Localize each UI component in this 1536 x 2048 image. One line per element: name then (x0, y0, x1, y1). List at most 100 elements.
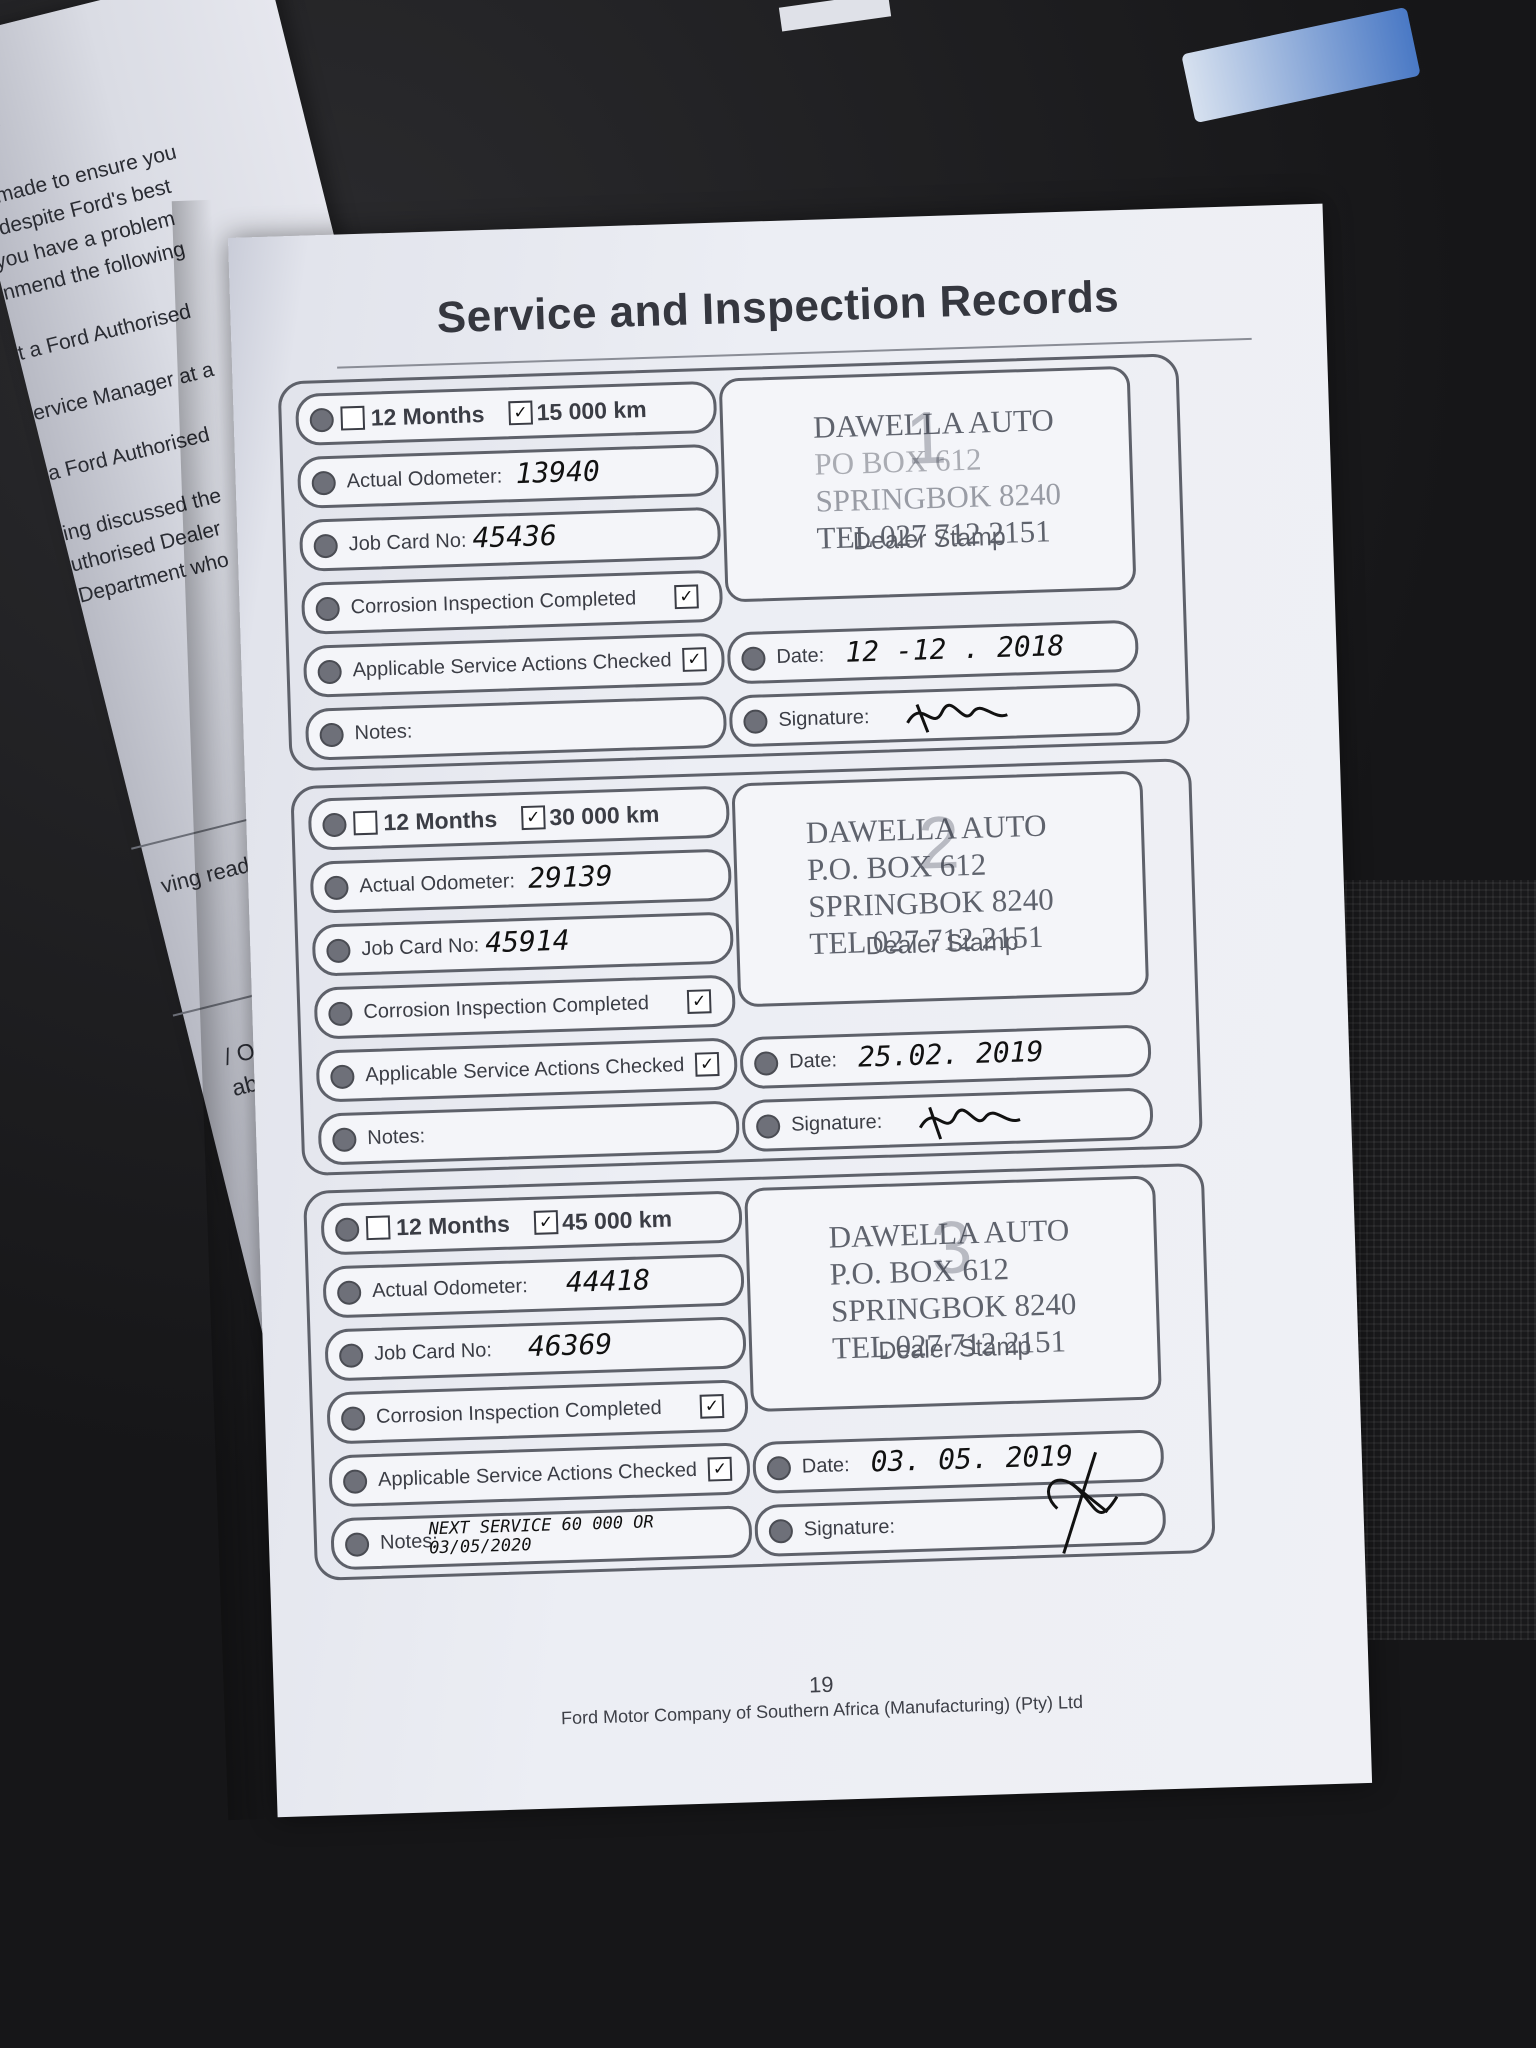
dealer-stamp-box: 2 DAWELLA AUTO P.O. BOX 612 SPRINGBOK 82… (731, 770, 1150, 1008)
service-actions-row: Applicable Service Actions Checked ✓ (302, 632, 726, 698)
job-card-label: Job Card No: (348, 529, 467, 556)
radio-dot-icon (340, 1406, 366, 1432)
service-actions-checkbox[interactable]: ✓ (707, 1456, 733, 1482)
months-checkbox[interactable] (353, 810, 378, 836)
date-value: 12 -12 . 2018 (844, 628, 1065, 669)
service-records-page: Service and Inspection Records 12 Months… (228, 203, 1373, 1818)
odometer-row: Actual Odometer: 13940 (296, 443, 720, 509)
service-actions-label: Applicable Service Actions Checked (352, 649, 672, 682)
service-actions-row: Applicable Service Actions Checked ✓ (328, 1442, 751, 1508)
radio-dot-icon (322, 812, 347, 838)
corrosion-checkbox[interactable]: ✓ (699, 1394, 725, 1419)
service-actions-label: Applicable Service Actions Checked (377, 1458, 698, 1491)
radio-dot-icon (755, 1114, 781, 1139)
km-checkbox[interactable]: ✓ (533, 1210, 559, 1235)
notes-value: NEXT SERVICE 60 000 OR 03/05/2020 (428, 1512, 655, 1559)
date-value: 25.02. 2019 (857, 1034, 1044, 1074)
km-checkbox[interactable]: ✓ (508, 400, 534, 426)
page-title: Service and Inspection Records (436, 272, 1120, 343)
months-label: 12 Months (395, 1210, 511, 1241)
job-card-row: Job Card No: 45914 (311, 911, 735, 977)
interval-row: 12 Months ✓ 15 000 km (294, 380, 718, 446)
date-row: Date: 25.02. 2019 (739, 1024, 1152, 1090)
odometer-value: 29139 (527, 859, 614, 895)
radio-dot-icon (766, 1455, 792, 1481)
service-actions-row: Applicable Service Actions Checked ✓ (315, 1037, 738, 1103)
job-card-row: Job Card No: 45436 (298, 506, 722, 572)
odometer-row: Actual Odometer: 29139 (309, 848, 733, 914)
signature-mark (918, 1106, 1021, 1140)
radio-dot-icon (330, 1064, 355, 1090)
dealer-stamp-box: 3 DAWELLA AUTO P.O. BOX 612 SPRINGBOK 82… (744, 1175, 1162, 1413)
signature-row: Signature: (728, 682, 1142, 748)
radio-dot-icon (743, 709, 768, 735)
radio-dot-icon (309, 407, 335, 433)
job-card-value: 45914 (484, 923, 571, 960)
signature-label: Signature: (778, 706, 870, 731)
notes-row: Notes: (304, 695, 728, 761)
months-checkbox[interactable] (340, 405, 366, 431)
service-actions-checkbox[interactable]: ✓ (682, 647, 707, 672)
date-label: Date: (801, 1454, 851, 1478)
interval-km: 45 000 km (561, 1205, 673, 1235)
radio-dot-icon (315, 596, 341, 622)
months-label: 12 Months (383, 805, 498, 836)
radio-dot-icon (753, 1051, 779, 1076)
service-record-1: 12 Months ✓ 15 000 km Actual Odometer: 1… (277, 353, 1191, 772)
signature-label: Signature: (790, 1110, 883, 1136)
corrosion-label: Corrosion Inspection Completed (350, 587, 637, 619)
radio-dot-icon (338, 1343, 364, 1369)
signature-label: Signature: (803, 1515, 896, 1541)
km-checkbox[interactable]: ✓ (520, 805, 546, 831)
odometer-row: Actual Odometer: 44418 (322, 1253, 745, 1319)
corrosion-checkbox[interactable]: ✓ (674, 584, 699, 610)
corrosion-label: Corrosion Inspection Completed (375, 1396, 663, 1428)
odometer-value: 13940 (515, 454, 601, 491)
corrosion-row: Corrosion Inspection Completed ✓ (300, 569, 724, 635)
corrosion-row: Corrosion Inspection Completed ✓ (326, 1379, 749, 1445)
notes-label: Notes: (366, 1125, 426, 1150)
signature-mark (1047, 1451, 1119, 1554)
odometer-label: Actual Odometer: (359, 870, 516, 898)
job-card-value: 46369 (527, 1327, 613, 1364)
dealer-stamp-label: Dealer Stamp (852, 522, 1007, 556)
service-record-3: 12 Months ✓ 45 000 km Actual Odometer: 4… (302, 1162, 1216, 1581)
corrosion-checkbox[interactable]: ✓ (686, 989, 712, 1014)
radio-dot-icon (342, 1469, 368, 1494)
months-checkbox[interactable] (365, 1215, 391, 1241)
date-row: Date: 12 -12 . 2018 (726, 619, 1140, 685)
interval-row: 12 Months ✓ 45 000 km (320, 1190, 743, 1256)
job-card-label: Job Card No: (373, 1339, 493, 1365)
date-label: Date: (788, 1049, 838, 1073)
service-actions-label: Applicable Service Actions Checked (365, 1054, 685, 1087)
dealer-stamp-box: 1 DAWELLA AUTO PO BOX 612 SPRINGBOK 8240… (718, 365, 1137, 603)
signature-row: Signature: (754, 1451, 1167, 1558)
months-label: 12 Months (370, 401, 485, 431)
interval-row: 12 Months ✓ 30 000 km (307, 785, 731, 851)
service-actions-checkbox[interactable]: ✓ (694, 1051, 720, 1077)
notes-row: Notes: NEXT SERVICE 60 000 OR 03/05/2020 (330, 1505, 753, 1571)
job-card-label: Job Card No: (361, 934, 480, 961)
notes-label: Notes: (354, 720, 413, 745)
dealer-stamp-label: Dealer Stamp (877, 1332, 1032, 1366)
odometer-value: 44418 (565, 1263, 651, 1299)
dealer-stamp-label: Dealer Stamp (865, 927, 1019, 961)
radio-dot-icon (317, 659, 343, 685)
job-card-row: Job Card No: 46369 (324, 1316, 747, 1382)
date-label: Date: (776, 644, 825, 668)
service-record-2: 12 Months ✓ 30 000 km Actual Odometer: 2… (290, 758, 1204, 1177)
left-page-heading: rt (0, 85, 4, 144)
radio-dot-icon (336, 1280, 362, 1306)
radio-dot-icon (334, 1217, 360, 1243)
job-card-value: 45436 (472, 518, 558, 555)
interval-km: 15 000 km (536, 395, 647, 426)
radio-dot-icon (319, 722, 345, 748)
radio-dot-icon (741, 646, 766, 672)
odometer-label: Actual Odometer: (346, 465, 503, 493)
radio-dot-icon (326, 938, 351, 964)
radio-dot-icon (332, 1127, 357, 1153)
interval-km: 30 000 km (548, 800, 660, 831)
notes-row: Notes: (317, 1100, 740, 1166)
signature-mark (906, 703, 1008, 733)
radio-dot-icon (768, 1518, 794, 1544)
